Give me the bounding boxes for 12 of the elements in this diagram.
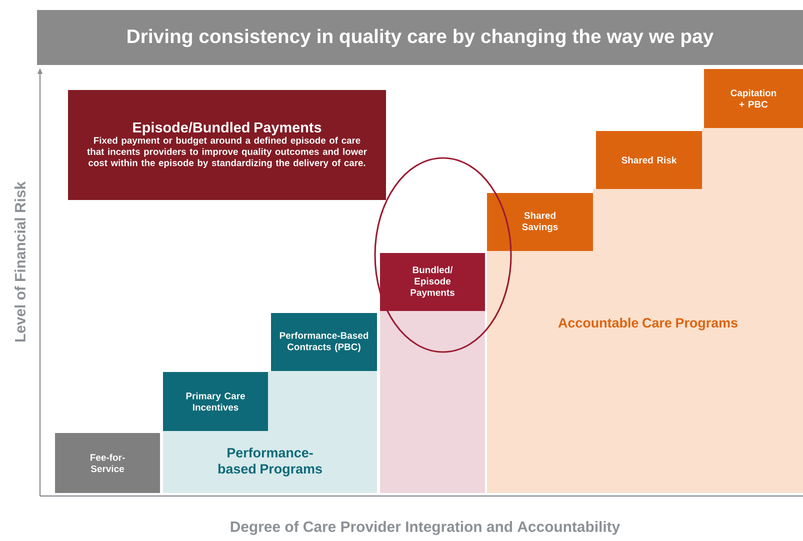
step-box: Performance-Based Contracts (PBC) — [271, 313, 377, 371]
step-box: Primary Care Incentives — [163, 372, 268, 431]
shaded-area — [380, 311, 485, 493]
step-box: Shared Risk — [596, 131, 702, 189]
title-banner: Driving consistency in quality care by changing the way we pay — [37, 10, 803, 65]
step-box: Bundled/ Episode Payments — [380, 253, 485, 311]
step-box: Fee-for-Service — [55, 433, 160, 493]
axis-label: Level of Financial Risk — [14, 181, 26, 342]
step-box: Shared Savings — [487, 193, 593, 251]
step-box: Capitation + PBC — [704, 69, 803, 128]
axis-label: Degree of Care Provider Integration and Accountability — [230, 521, 620, 535]
description-box: Episode/Bundled Payments Fixed payment or budget around a defined episode of care that incents providers to improve quality outcomes and lower cost within the episode by standardizing the delivery of care. — [68, 90, 386, 200]
